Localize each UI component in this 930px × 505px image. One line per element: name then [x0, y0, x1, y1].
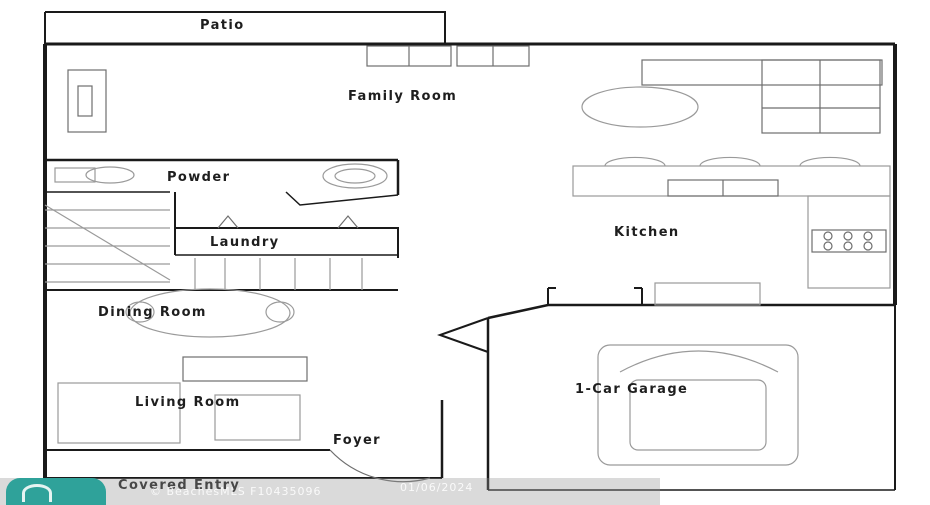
washer-dryer — [217, 215, 359, 229]
dining-table — [129, 288, 291, 338]
label-laundry: Laundry — [210, 235, 280, 250]
stove-icon — [811, 229, 887, 253]
label-patio: Patio — [200, 18, 245, 33]
sofa — [182, 356, 308, 382]
patio-fence — [45, 11, 446, 44]
coffee-table — [214, 394, 301, 441]
label-powder: Powder — [167, 170, 230, 185]
walls — [43, 11, 897, 491]
staircase — [44, 204, 363, 290]
label-family-room: Family Room — [348, 89, 457, 104]
label-dining-room: Dining Room — [98, 305, 207, 320]
front-door-swing — [329, 449, 431, 483]
watermark-text: © BeachesMLS F10435096 — [150, 485, 322, 498]
sink-icon — [85, 166, 135, 184]
kitchen-counter — [572, 165, 891, 197]
vanity — [54, 167, 96, 183]
toilet-icon — [322, 163, 388, 189]
fridge — [654, 282, 761, 306]
mls-logo — [6, 478, 106, 505]
rug — [581, 86, 699, 128]
tv-cabinet — [67, 69, 107, 133]
car-icon — [597, 344, 799, 466]
furniture — [54, 45, 891, 483]
mls-logo-icon — [22, 484, 52, 502]
label-kitchen: Kitchen — [614, 225, 680, 240]
garage-top-wall — [487, 303, 895, 320]
room-labels: Patio Family Room Powder Laundry Kitchen… — [98, 18, 688, 493]
label-garage: 1-Car Garage — [575, 382, 688, 397]
bar-stools — [604, 156, 861, 167]
label-living-room: Living Room — [135, 395, 241, 410]
label-covered-entry: Covered Entry — [118, 478, 240, 493]
watermark-listing-id: F10435096 — [250, 485, 322, 498]
watermark-date: 01/06/2024 — [400, 481, 474, 494]
watermark-source: © BeachesMLS — [150, 485, 246, 498]
watermark-bar — [0, 478, 660, 505]
armchair — [57, 382, 181, 444]
label-foyer: Foyer — [333, 433, 381, 448]
